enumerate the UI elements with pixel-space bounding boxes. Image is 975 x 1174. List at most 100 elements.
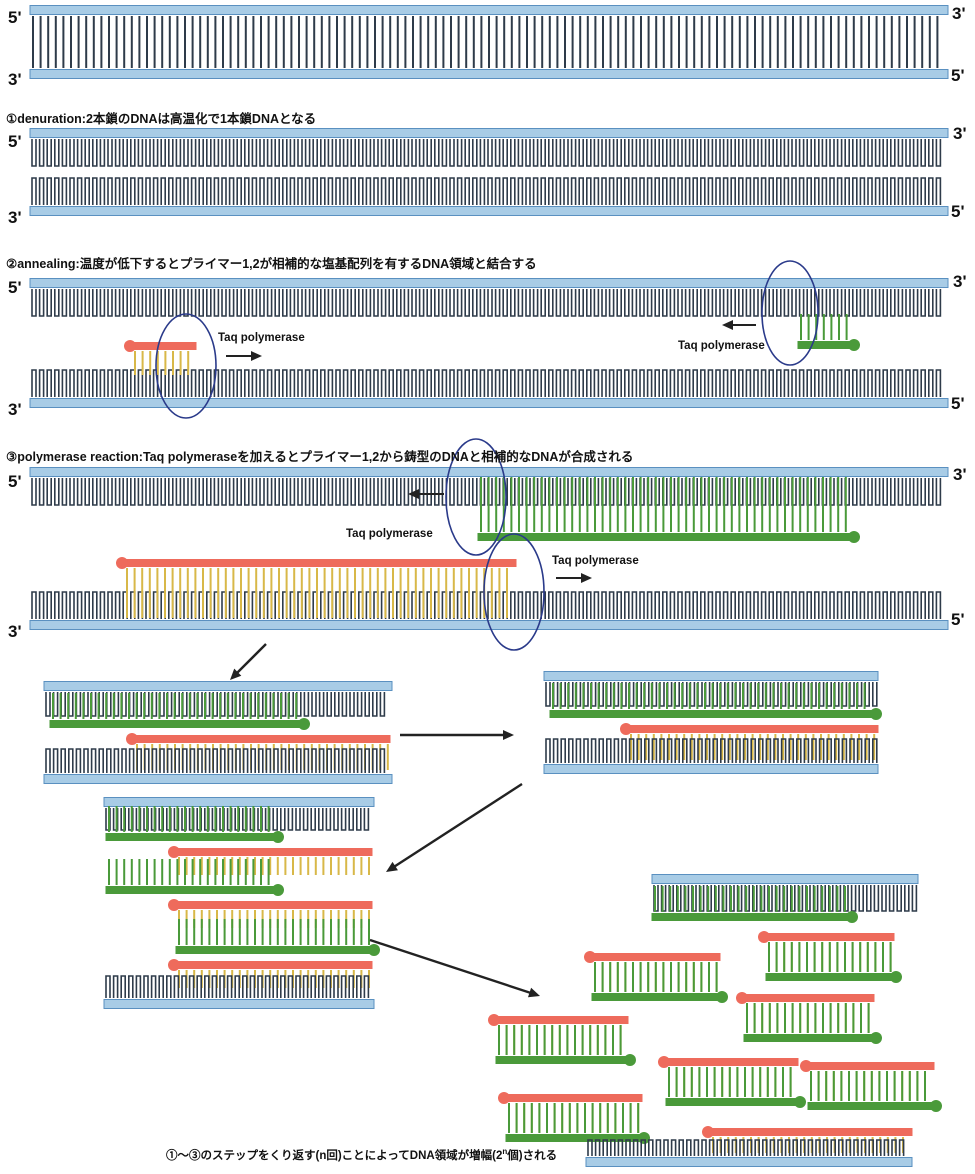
- cycle3-product: [736, 992, 882, 1044]
- arrow-head: [581, 573, 592, 583]
- strand-backbone: [766, 974, 894, 981]
- base-ticks: [509, 1103, 638, 1133]
- strand-backbone: [744, 995, 874, 1002]
- strand-backbone: [496, 1057, 628, 1064]
- label-5-prime: 5': [951, 610, 965, 630]
- base-loops: [32, 139, 940, 166]
- primer-head: [272, 831, 284, 843]
- base-loops: [546, 739, 877, 763]
- strand-backbone: [652, 914, 850, 921]
- strand-backbone: [506, 1095, 642, 1102]
- strand-backbone: [30, 279, 948, 288]
- strand-backbone: [544, 765, 878, 774]
- base-ticks: [509, 1103, 638, 1133]
- cycle1-product-a: [44, 682, 392, 784]
- base-ticks: [811, 1071, 925, 1101]
- base-loops: [32, 289, 940, 316]
- step3-polymerase-caption: ③polymerase reaction:Taq polymeraseを加えると…: [6, 446, 633, 465]
- base-ticks: [747, 1003, 869, 1033]
- base-ticks: [179, 910, 369, 928]
- primer-head: [620, 723, 632, 735]
- primer-head: [800, 1060, 812, 1072]
- primer-head: [126, 733, 138, 745]
- highlight-circle: [762, 261, 818, 365]
- primer-head: [736, 992, 748, 1004]
- primer-head: [716, 991, 728, 1003]
- cycle2-products: [104, 798, 380, 1009]
- primer-head: [368, 944, 380, 956]
- base-pairs: [33, 16, 937, 68]
- cycle3-product: [758, 931, 902, 983]
- primer-head: [890, 971, 902, 983]
- cycle3-product: [658, 1056, 806, 1108]
- primer-head: [848, 339, 860, 351]
- label-3-prime: 3': [953, 272, 967, 292]
- strand-backbone: [666, 1059, 798, 1066]
- arrow-head: [503, 730, 514, 740]
- label-5-prime: 5': [951, 394, 965, 414]
- label-5-prime: 5': [951, 202, 965, 222]
- arrow-head: [386, 862, 398, 872]
- label-5-prime: 5': [8, 472, 22, 492]
- strand-backbone: [586, 1158, 912, 1167]
- strand-backbone: [30, 207, 948, 216]
- base-ticks: [109, 859, 269, 885]
- strand-backbone: [30, 6, 948, 15]
- base-ticks: [811, 1071, 925, 1101]
- primer-head: [584, 951, 596, 963]
- primer-head: [116, 557, 128, 569]
- label-3-prime: 3': [8, 400, 22, 420]
- primer-head: [168, 959, 180, 971]
- label-5-prime: 5': [8, 278, 22, 298]
- label-3-prime: 3': [8, 208, 22, 228]
- primer-head: [298, 718, 310, 730]
- strand-backbone: [550, 711, 874, 718]
- base-ticks: [179, 919, 369, 945]
- taq-polymerase-label: Taq polymerase: [678, 340, 765, 352]
- base-ticks: [801, 314, 847, 340]
- arrow-head: [251, 351, 262, 361]
- cycle3-product: [800, 1060, 942, 1112]
- cycle3-product-tail: [586, 1126, 912, 1167]
- footer-caption-suffix: 個)される: [507, 1150, 557, 1162]
- strand-backbone: [808, 1103, 934, 1110]
- arrow-head: [408, 489, 419, 499]
- base-ticks: [669, 1067, 791, 1097]
- label-5-prime: 5': [951, 66, 965, 86]
- strand-backbone: [106, 834, 276, 841]
- strand-backbone: [132, 343, 196, 350]
- primer-head: [930, 1100, 942, 1112]
- taq-polymerase-label: Taq polymerase: [218, 332, 305, 344]
- primer-head: [794, 1096, 806, 1108]
- strand-backbone: [652, 875, 918, 884]
- duplex-initial: [30, 6, 948, 79]
- primer-head: [848, 531, 860, 543]
- strand-backbone: [176, 902, 372, 909]
- label-5-prime: 5': [8, 132, 22, 152]
- strand-backbone: [478, 534, 852, 541]
- strand-backbone: [44, 775, 392, 784]
- step1-denaturation-caption: ①denuration:2本鎖のDNAは高温化で1本鎖DNAとなる: [6, 108, 316, 127]
- arrow-head: [528, 988, 540, 997]
- arrow-head: [722, 320, 733, 330]
- cycle1-product-b: [544, 672, 882, 774]
- base-loops: [32, 178, 940, 205]
- strand-backbone: [30, 468, 948, 477]
- strand-backbone: [176, 962, 372, 969]
- strand-backbone: [176, 947, 372, 954]
- strand-backbone: [30, 70, 948, 79]
- base-ticks: [769, 942, 891, 972]
- primer-head: [758, 931, 770, 943]
- strand-backbone: [744, 1035, 874, 1042]
- step2-annealing-caption: ②annealing:温度が低下するとプライマー1,2が相補的な塩基配列を有する…: [6, 253, 537, 272]
- strand-backbone: [496, 1017, 628, 1024]
- primer-head: [870, 1032, 882, 1044]
- cycle3-products: [652, 875, 918, 924]
- strand-backbone: [798, 342, 852, 349]
- primer-head: [846, 911, 858, 923]
- base-loops: [32, 478, 940, 505]
- strand-backbone: [106, 887, 276, 894]
- primer-head: [624, 1054, 636, 1066]
- primer-head: [272, 884, 284, 896]
